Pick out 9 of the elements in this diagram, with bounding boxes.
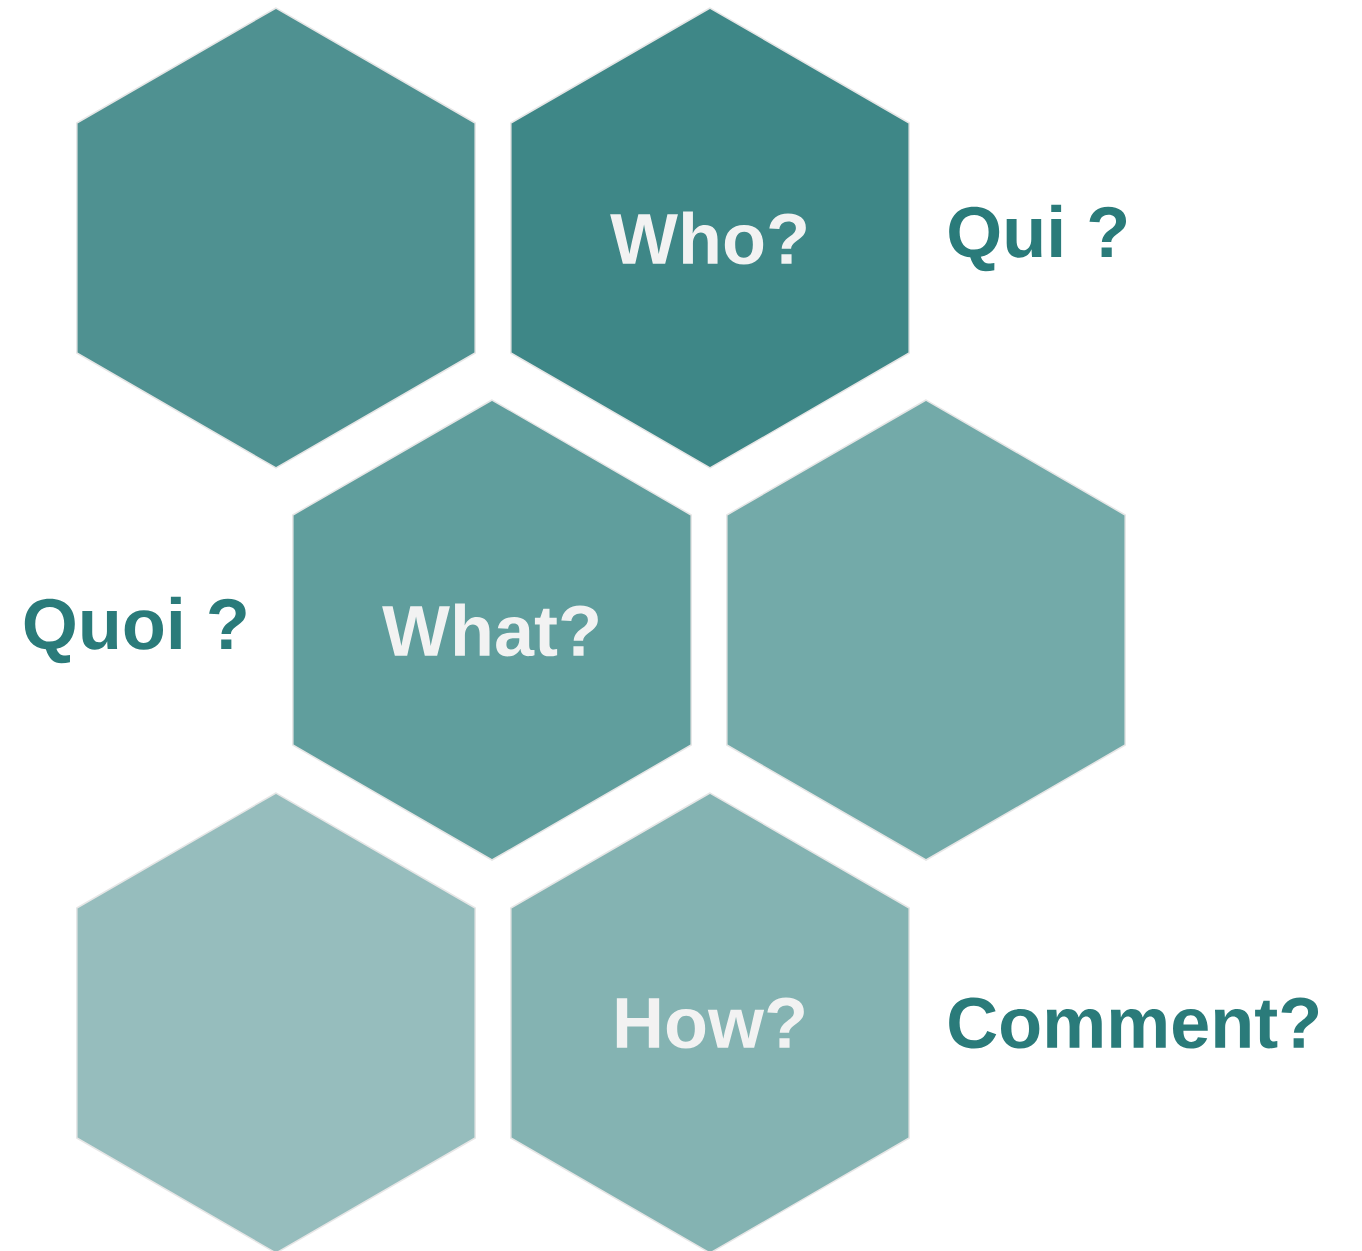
hexagon: How? [510,792,910,1251]
hexagon: What? [292,399,692,861]
side-label: Comment? [949,997,1319,1049]
side-label: Qui ? [949,204,1126,272]
hexagon [76,792,476,1251]
hexagon [726,399,1126,861]
side-label: Quoi ? [24,596,246,664]
hexagon [76,7,476,469]
hexagon: Who? [510,7,910,469]
